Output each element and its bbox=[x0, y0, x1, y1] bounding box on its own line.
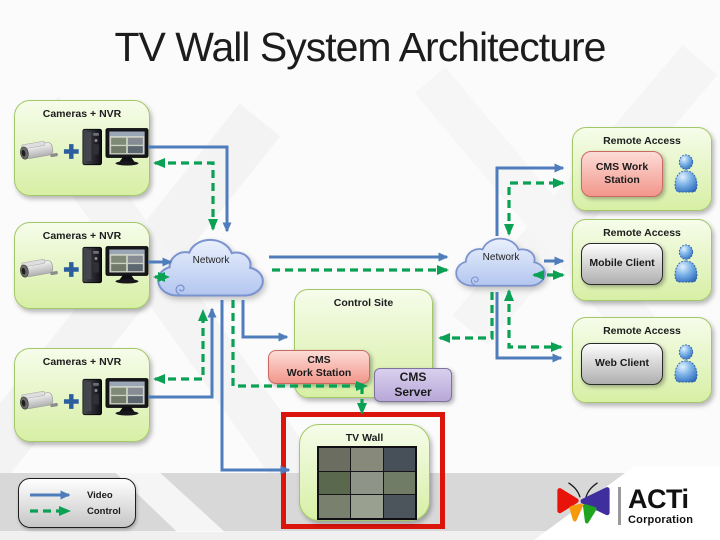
nvr-icon bbox=[81, 128, 103, 166]
cameras-nvr-label: Cameras + NVR bbox=[42, 230, 122, 242]
user-person-icon bbox=[671, 153, 701, 195]
remote-access-content: Mobile Client bbox=[573, 239, 711, 285]
video-thumbnail bbox=[351, 495, 383, 518]
network-cloud-right bbox=[455, 237, 546, 287]
monitor-icon bbox=[105, 128, 149, 166]
cameras-nvr-icons bbox=[15, 378, 149, 416]
video-thumbnail bbox=[383, 471, 415, 495]
cms-server-label: CMS Server bbox=[374, 368, 452, 402]
network-label-left: Network bbox=[192, 255, 230, 266]
legend-video-row: Video bbox=[27, 489, 127, 501]
remote-access-box-3: Remote Access Web Client bbox=[572, 317, 712, 403]
network-cloud-left bbox=[157, 238, 264, 297]
cms-workstation-line1: CMS bbox=[307, 353, 331, 366]
cameras-nvr-label: Cameras + NVR bbox=[42, 356, 122, 368]
network-label-right: Network bbox=[482, 252, 520, 263]
plus-icon bbox=[63, 393, 80, 410]
cms-workstation-client-label: CMS Work Station bbox=[581, 151, 663, 197]
video-thumbnail bbox=[383, 495, 415, 518]
control-site-title: Control Site bbox=[333, 297, 394, 309]
cms-server-line1: CMS bbox=[399, 370, 427, 384]
nvr-icon bbox=[81, 378, 103, 416]
plus-icon bbox=[63, 261, 80, 278]
video-thumbnail bbox=[319, 448, 351, 471]
remote-access-content: CMS Work Station bbox=[573, 147, 711, 197]
video-thumbnail bbox=[383, 448, 415, 471]
remote-access-content: Web Client bbox=[573, 337, 711, 385]
video-thumbnail bbox=[351, 448, 383, 471]
cameras-nvr-label: Cameras + NVR bbox=[42, 108, 122, 120]
user-person-icon bbox=[671, 243, 701, 285]
cms-workstation-label: CMS Work Station bbox=[268, 350, 370, 384]
cameras-nvr-icons bbox=[15, 128, 149, 166]
legend-video-label: Video bbox=[87, 489, 113, 501]
control-line-sample bbox=[30, 506, 71, 516]
video-thumbnail bbox=[351, 471, 383, 495]
remote-access-box-1: Remote Access CMS Work Station bbox=[572, 127, 712, 211]
mobile-client-label: Mobile Client bbox=[581, 243, 663, 285]
monitor-icon bbox=[105, 246, 149, 284]
plus-icon bbox=[63, 143, 80, 160]
cameras-nvr-box-1: Cameras + NVR bbox=[14, 100, 150, 196]
remote-access-title: Remote Access bbox=[603, 325, 681, 337]
nvr-icon bbox=[81, 246, 103, 284]
cameras-nvr-icons bbox=[15, 246, 149, 284]
logo-subtitle: Corporation bbox=[628, 514, 694, 526]
remote-access-title: Remote Access bbox=[603, 135, 681, 147]
legend-control-label: Control bbox=[87, 505, 121, 517]
logo-text: ACTi Corporation bbox=[628, 484, 694, 527]
logo-brand: ACTi bbox=[628, 484, 689, 514]
camera-icon bbox=[15, 254, 62, 284]
tv-wall-video-grid bbox=[317, 446, 417, 520]
cameras-nvr-box-3: Cameras + NVR bbox=[14, 348, 150, 442]
acti-logo: ACTi Corporation bbox=[553, 479, 713, 533]
legend-control-row: Control bbox=[27, 505, 127, 517]
page-title: TV Wall System Architecture bbox=[114, 24, 607, 70]
cms-server-line2: Server bbox=[394, 385, 432, 399]
camera-icon bbox=[15, 136, 62, 166]
butterfly-logo-icon bbox=[557, 482, 610, 524]
web-client-label: Web Client bbox=[581, 343, 663, 385]
remote-access-title: Remote Access bbox=[603, 227, 681, 239]
legend: Video Control bbox=[18, 478, 136, 528]
tv-wall-label: TV Wall bbox=[345, 432, 384, 444]
video-thumbnail bbox=[319, 495, 351, 518]
cameras-nvr-box-2: Cameras + NVR bbox=[14, 222, 150, 309]
video-thumbnail bbox=[319, 471, 351, 495]
user-person-icon bbox=[671, 343, 701, 385]
camera-icon bbox=[15, 386, 62, 416]
video-line-sample bbox=[30, 490, 71, 500]
remote-access-box-2: Remote Access Mobile Client bbox=[572, 219, 712, 301]
logo-divider bbox=[618, 487, 621, 525]
cms-workstation-line2: Work Station bbox=[286, 367, 352, 379]
footer-strip bbox=[0, 531, 720, 540]
monitor-icon bbox=[105, 378, 149, 416]
